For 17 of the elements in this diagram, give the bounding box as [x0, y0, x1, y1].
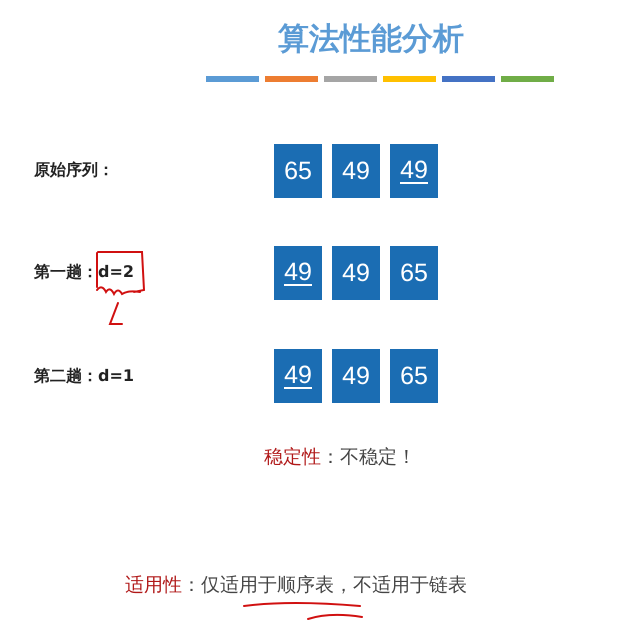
number-box: 49 [332, 144, 380, 198]
number-box: 49 [274, 246, 322, 300]
row-label: 原始序列： [34, 160, 114, 181]
number-box: 49 [390, 144, 438, 198]
property-name: 适用性 [125, 573, 182, 598]
row-label: 第二趟：d=1 [34, 366, 134, 387]
number-box: 65 [390, 349, 438, 403]
number-box: 65 [274, 144, 322, 198]
number-box: 49 [274, 349, 322, 403]
row-label: 第一趟：d=2 [34, 262, 134, 283]
property-name: 稳定性 [264, 445, 321, 470]
property-value: ：不稳定！ [321, 445, 416, 470]
title: 算法性能分析 [278, 20, 464, 59]
number-box: 49 [332, 246, 380, 300]
number-box: 49 [332, 349, 380, 403]
number-box: 65 [390, 246, 438, 300]
property-value: ：仅适用于顺序表，不适用于链表 [182, 573, 467, 598]
